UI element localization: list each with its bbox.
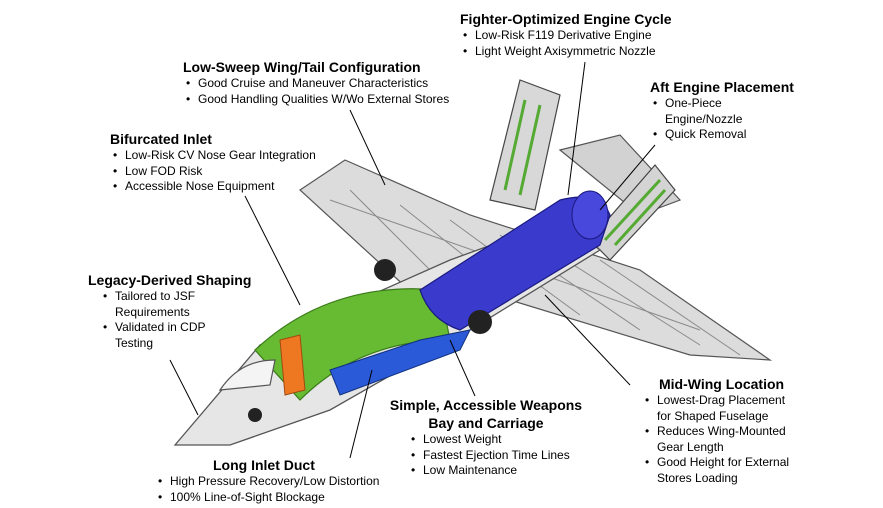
callout-item: High Pressure Recovery/Low Distortion [155, 474, 415, 490]
canopy [218, 359, 276, 391]
callout-title: Simple, Accessible Weapons Bay and Carri… [389, 397, 583, 431]
vertical-tail-left [489, 79, 561, 211]
callout-item: Lowest-Drag Placement for Shaped Fuselag… [642, 393, 802, 424]
callout-title: Fighter-Optimized Engine Cycle [460, 11, 672, 27]
callout-weapons-bay: Simple, Accessible Weapons Bay and Carri… [388, 396, 584, 479]
callout-item: Validated in CDP Testing [100, 320, 220, 351]
callout-title: Bifurcated Inlet [110, 131, 212, 147]
callout-title: Legacy-Derived Shaping [88, 272, 252, 288]
callout-item: Good Cruise and Maneuver Characteristics [183, 76, 449, 92]
callout-item: Accessible Nose Equipment [110, 179, 316, 195]
callout-title: Long Inlet Duct [213, 457, 315, 473]
callout-item: One-Piece Engine/Nozzle [650, 96, 760, 127]
main-gear-left [374, 259, 396, 281]
callout-item: Low Maintenance [408, 463, 584, 479]
callout-item: Low-Risk CV Nose Gear Integration [110, 148, 316, 164]
callout-title: Mid-Wing Location [659, 376, 785, 392]
callout-item: Good Height for External Stores Loading [642, 455, 802, 486]
callout-legacy-shaping: Legacy-Derived Shaping Tailored to JSF R… [88, 271, 268, 351]
callout-long-inlet-duct: Long Inlet Duct High Pressure Recovery/L… [155, 456, 415, 505]
callout-item: Light Weight Axisymmetric Nozzle [460, 44, 672, 60]
nose-equipment [279, 334, 306, 396]
leader-lines [169, 61, 656, 459]
callout-aft-engine: Aft Engine Placement One-Piece Engine/No… [650, 78, 800, 143]
engine-face [571, 190, 609, 240]
engine [419, 196, 611, 331]
callout-item: Fastest Ejection Time Lines [408, 448, 584, 464]
callout-bifurcated-inlet: Bifurcated Inlet Low-Risk CV Nose Gear I… [110, 130, 316, 195]
callout-engine-cycle: Fighter-Optimized Engine Cycle Low-Risk … [460, 10, 672, 59]
callout-item: Low FOD Risk [110, 164, 316, 180]
callout-item: Reduces Wing-Mounted Gear Length [642, 424, 802, 455]
callout-item: Good Handling Qualities W/Wo External St… [183, 92, 449, 108]
callout-item: Quick Removal [650, 127, 760, 143]
callout-item: Lowest Weight [408, 432, 584, 448]
tail-structure-green [503, 99, 542, 196]
weapons-bay [329, 329, 471, 396]
callout-mid-wing: Mid-Wing Location Lowest-Drag Placement … [645, 375, 830, 486]
main-gear-right [468, 310, 492, 334]
nose-gear [248, 408, 262, 422]
callout-item: Low-Risk F119 Derivative Engine [460, 28, 672, 44]
callout-title: Low-Sweep Wing/Tail Configuration [183, 59, 421, 75]
callout-wing-tail: Low-Sweep Wing/Tail Configuration Good C… [183, 58, 449, 107]
callout-item: Tailored to JSF Requirements [100, 289, 220, 320]
callout-title: Aft Engine Placement [650, 79, 794, 95]
callout-item: 100% Line-of-Sight Blockage [155, 490, 415, 506]
